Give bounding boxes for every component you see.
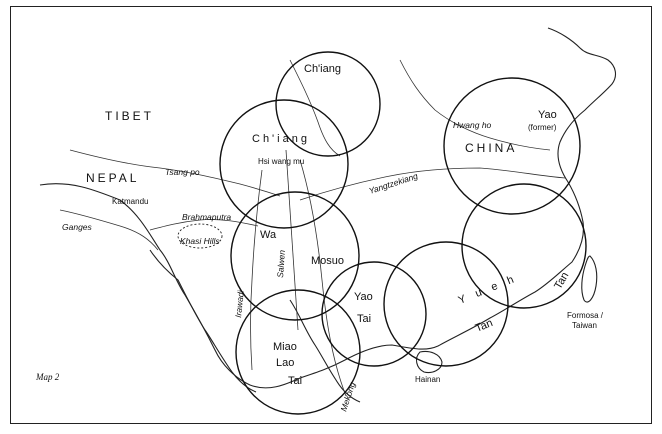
lao-label: Lao — [276, 357, 294, 369]
map-caption: Map 2 — [35, 372, 60, 382]
map-frame — [10, 6, 652, 424]
yao-former-label: (former) — [528, 123, 557, 132]
upper-river — [289, 59, 341, 157]
taiwan-island — [581, 255, 598, 303]
chiang-lower-label: Ch'iang — [252, 133, 310, 145]
chiang-upper-label: Ch'iang — [304, 63, 341, 75]
hwang-ho-label: Hwang ho — [453, 120, 492, 130]
katmandu-label: Katmandu — [112, 197, 148, 206]
irawadi-river — [250, 169, 263, 371]
yangtze-label: Yangtzekiang — [368, 171, 420, 196]
khasi-hills-label: Khasi Hills — [180, 236, 220, 246]
china-label: CHINA — [465, 141, 517, 155]
yao-label: Yao — [538, 109, 557, 121]
taiwan-label: Taiwan — [572, 321, 597, 330]
hsi-wang-mu-label: Hsi wang mu — [258, 157, 304, 166]
yueh-circle — [383, 241, 509, 367]
peninsula-coast — [289, 299, 361, 403]
tibet-label: TIBET — [105, 109, 154, 123]
miao-lao-tai-circle — [235, 289, 361, 415]
hainan-label: Hainan — [415, 375, 440, 384]
coastline — [39, 27, 617, 389]
tsang-po-label: Tsang po — [165, 167, 200, 177]
tan-circle — [461, 183, 587, 309]
wa-mosuo-circle — [230, 191, 360, 321]
hwang-ho-river — [399, 59, 551, 151]
salwen-river — [285, 149, 299, 331]
chiang-lower-circle — [219, 99, 349, 229]
hainan-island — [415, 350, 443, 374]
yao-tai-yao-label: Yao — [354, 291, 373, 303]
ganges-label: Ganges — [62, 222, 93, 232]
tai-label: Tai — [288, 375, 302, 387]
tan-label-1: Tan — [474, 317, 495, 335]
yueh-label: Y u e h — [457, 272, 520, 307]
yao-tai-circle — [321, 261, 427, 367]
ganges-river — [59, 209, 159, 251]
brahmaputra-label: Brahmaputra — [182, 212, 231, 222]
irawadi-label: Irawadi — [233, 289, 246, 318]
yao-tai-tai-label: Tai — [357, 313, 371, 325]
india-coast — [149, 249, 257, 393]
mosuo-label: Mosuo — [311, 255, 344, 267]
mekong-river — [299, 159, 347, 397]
chiang-upper-circle — [275, 51, 381, 157]
nepal-label: NEPAL — [86, 171, 139, 185]
formosa-label: Formosa / — [567, 311, 604, 320]
miao-label: Miao — [273, 341, 297, 353]
china-circle — [443, 77, 581, 215]
salwen-label: Salwen — [275, 249, 287, 278]
wa-label: Wa — [260, 229, 277, 241]
tsang-po-river — [69, 149, 281, 197]
yangtze-river — [299, 167, 566, 201]
brahmaputra-river — [149, 219, 259, 231]
khasi-hills-outline — [177, 223, 223, 249]
